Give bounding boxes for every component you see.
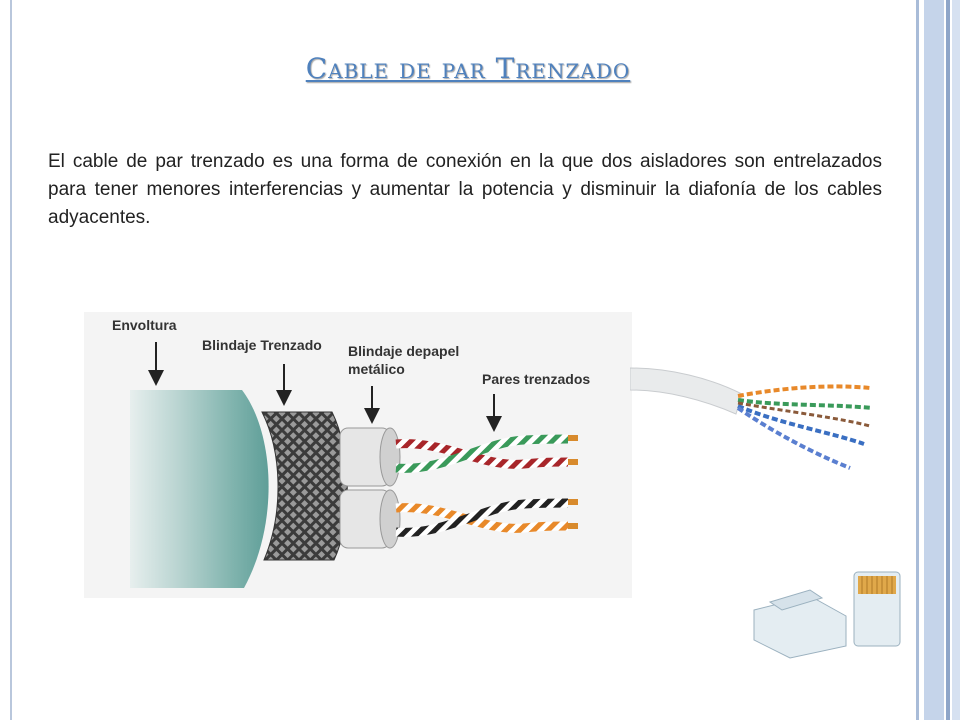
slide-right-border: [916, 0, 960, 720]
cable-diagram: Envoltura Blindaje Trenzado Blindaje dep…: [84, 312, 632, 598]
twisted-pair-top: [395, 434, 578, 473]
rj45-connectors-photo: [750, 560, 910, 660]
twisted-pair-bottom: [395, 498, 578, 537]
label-blindaje-papel-line1: Blindaje depapel: [348, 343, 459, 359]
label-blindaje-papel-line2: metálico: [348, 361, 405, 377]
foil-shield-shape: [339, 427, 401, 549]
slide-body-text: El cable de par trenzado es una forma de…: [48, 151, 882, 228]
slide-title: Cable de par Trenzado: [305, 52, 631, 85]
jacket-shape: [130, 390, 269, 588]
label-envoltura: Envoltura: [112, 317, 177, 333]
label-blindaje-trenzado: Blindaje Trenzado: [202, 337, 322, 353]
label-pares-trenzados: Pares trenzados: [482, 371, 590, 387]
slide-left-border: [10, 0, 12, 720]
arrow-icons: [148, 342, 502, 432]
utp-cable-photo: [629, 348, 880, 488]
